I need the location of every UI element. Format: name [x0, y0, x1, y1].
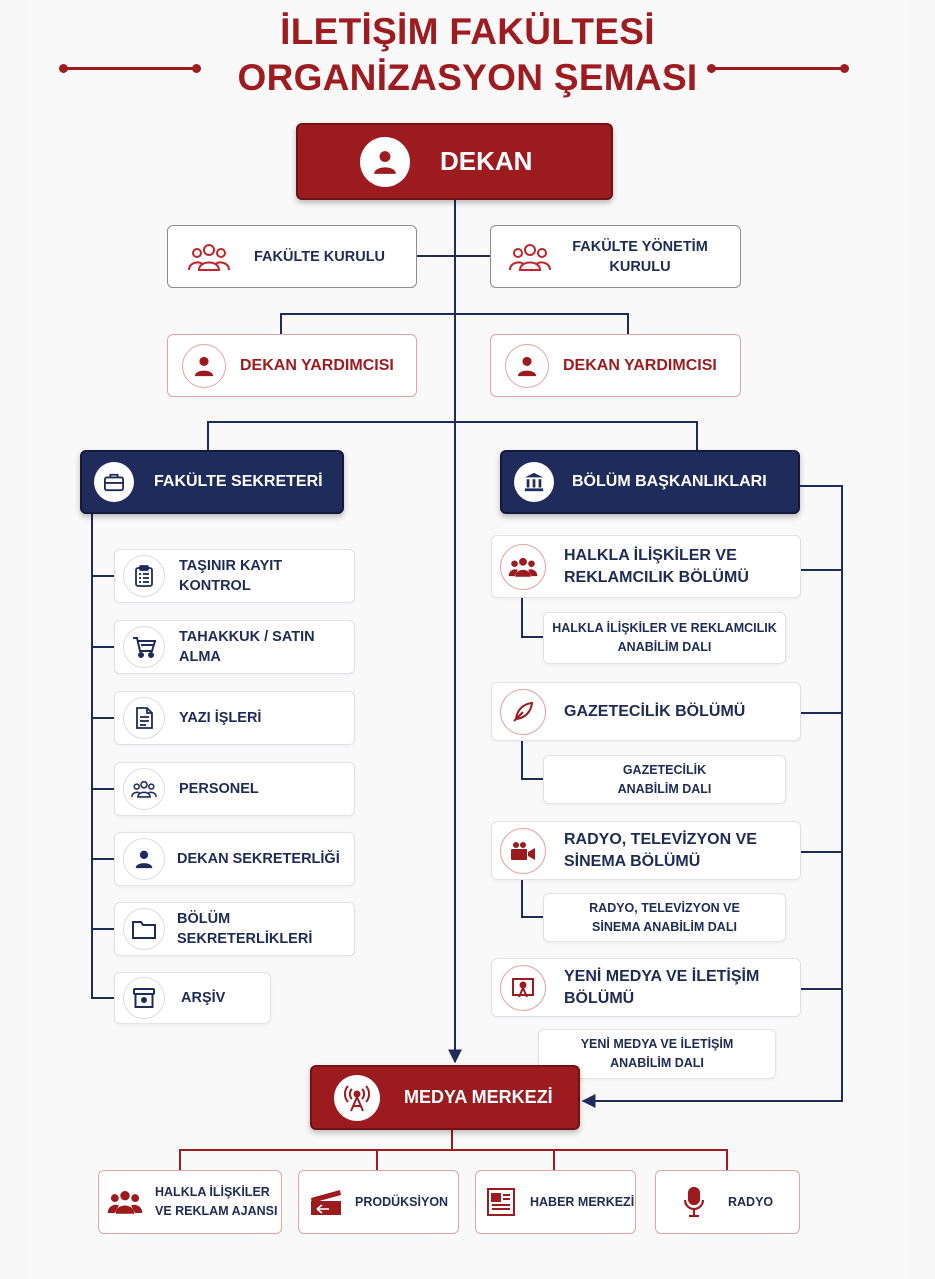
- dekan-yardimcisi-2-box[interactable]: DEKAN YARDIMCISI: [490, 334, 741, 397]
- dekan-yardimcisi-2-label: DEKAN YARDIMCISI: [563, 356, 717, 374]
- bolum-radyo-televizyon[interactable]: RADYO, TELEVİZYON VE SİNEMA BÖLÜMÜ: [491, 821, 801, 880]
- sekreter-item-personel[interactable]: PERSONEL: [114, 762, 355, 816]
- sekreter-item-label: TAŞINIR KAYIT KONTROL: [179, 558, 283, 594]
- archive-icon: [123, 977, 165, 1019]
- users-icon: [186, 241, 232, 273]
- clapperboard-icon: [309, 1188, 343, 1216]
- dekan-yardimcisi-1-label: DEKAN YARDIMCISI: [240, 356, 394, 374]
- user-icon: [123, 838, 165, 880]
- user-icon: [360, 136, 410, 187]
- institution-icon: [514, 462, 554, 502]
- medya-item-label: PRODÜKSİYON: [355, 1195, 449, 1209]
- sekreter-item-tasinir[interactable]: TAŞINIR KAYIT KONTROL: [114, 549, 355, 603]
- fakulte-yonetim-kurulu-label: FAKÜLTE YÖNETİM KURULU: [572, 238, 708, 275]
- bolum-label: RADYO, TELEVİZYON VE SİNEMA BÖLÜMÜ: [564, 830, 757, 870]
- bolum-baskanliklari-label: BÖLÜM BAŞKANLIKLARI: [572, 473, 767, 490]
- sekreter-item-tahakkuk[interactable]: TAHAKKUK / SATIN ALMA: [114, 620, 355, 674]
- user-icon: [505, 343, 549, 388]
- sekreter-item-label: TAHAKKUK / SATIN ALMA: [179, 629, 315, 665]
- bolum-label: YENİ MEDYA VE İLETİŞİM BÖLÜMÜ: [564, 967, 760, 1007]
- bolum-label: HALKLA İLİŞKİLER VE REKLAMCILIK BÖLÜMÜ: [564, 546, 749, 586]
- screen-icon: [500, 964, 546, 1011]
- anabilim-label: HALKLA İLİŞKİLER VE REKLAMCILIK ANABİLİM…: [552, 621, 777, 654]
- dekan-yardimcisi-1-box[interactable]: DEKAN YARDIMCISI: [167, 334, 417, 397]
- medya-item-label: HALKLA İLİŞKİLER VE REKLAM AJANSI: [155, 1185, 278, 1218]
- dekan-label: DEKAN: [440, 146, 533, 176]
- document-icon: [123, 697, 165, 739]
- fakulte-kurulu-box[interactable]: FAKÜLTE KURULU: [167, 225, 417, 288]
- antenna-icon: [334, 1074, 380, 1121]
- briefcase-icon: [94, 462, 134, 502]
- anabilim-label: GAZETECİLİK ANABİLİM DALI: [617, 762, 712, 796]
- microphone-icon: [682, 1186, 706, 1218]
- anabilim-label: YENİ MEDYA VE İLETİŞİM ANABİLİM DALI: [580, 1037, 734, 1070]
- sekreter-item-label: ARŞİV: [181, 990, 226, 1006]
- anabilim-gazetecilik[interactable]: GAZETECİLİK ANABİLİM DALI: [543, 755, 786, 804]
- sekreter-item-bolum-sekreterlikleri[interactable]: BÖLÜM SEKRETERLİKLERİ: [114, 902, 355, 956]
- quill-icon: [500, 688, 546, 735]
- medya-item-label: RADYO: [728, 1195, 774, 1209]
- clipboard-icon: [123, 555, 165, 597]
- users-icon: [507, 241, 553, 273]
- sekreter-item-label: BÖLÜM SEKRETERLİKLERİ: [177, 911, 313, 947]
- title-line-2: ORGANİZASYON ŞEMASI: [237, 57, 698, 98]
- sekreter-item-dekan-sekreterligi[interactable]: DEKAN SEKRETERLİĞİ: [114, 832, 355, 886]
- bolum-label: GAZETECİLİK BÖLÜMÜ: [564, 702, 746, 720]
- folder-icon: [123, 908, 165, 950]
- bolum-baskanliklari-box[interactable]: BÖLÜM BAŞKANLIKLARI: [500, 450, 800, 514]
- user-icon: [182, 343, 226, 388]
- users-icon: [107, 1189, 143, 1215]
- medya-merkezi-label: MEDYA MERKEZİ: [404, 1087, 553, 1107]
- fakulte-sekreteri-label: FAKÜLTE SEKRETERİ: [154, 473, 323, 490]
- users-icon: [500, 543, 546, 590]
- title-decoration-right: [707, 64, 849, 73]
- fakulte-kurulu-label: FAKÜLTE KURULU: [254, 248, 386, 265]
- fakulte-yonetim-kurulu-box[interactable]: FAKÜLTE YÖNETİM KURULU: [490, 225, 741, 288]
- title-decoration-left: [59, 64, 201, 73]
- cart-icon: [123, 626, 165, 668]
- bolum-yeni-medya[interactable]: YENİ MEDYA VE İLETİŞİM BÖLÜMÜ: [491, 958, 801, 1017]
- dekan-box[interactable]: DEKAN: [296, 123, 613, 200]
- sekreter-item-yazi-isleri[interactable]: YAZI İŞLERİ: [114, 691, 355, 745]
- sekreter-item-label: YAZI İŞLERİ: [179, 710, 262, 726]
- sekreter-item-label: DEKAN SEKRETERLİĞİ: [177, 851, 340, 867]
- anabilim-label: RADYO, TELEVİZYON VE SİNEMA ANABİLİM DAL…: [589, 900, 740, 934]
- video-camera-icon: [500, 827, 546, 874]
- medya-item-radyo[interactable]: RADYO: [655, 1170, 800, 1234]
- sekreter-item-arsiv[interactable]: ARŞİV: [114, 972, 271, 1024]
- newspaper-icon: [486, 1187, 516, 1217]
- medya-item-label: HABER MERKEZİ: [530, 1195, 635, 1209]
- medya-item-produksiyon[interactable]: PRODÜKSİYON: [298, 1170, 459, 1234]
- users-icon: [123, 768, 165, 810]
- anabilim-halkla-iliskiler[interactable]: HALKLA İLİŞKİLER VE REKLAMCILIK ANABİLİM…: [543, 612, 786, 664]
- bolum-gazetecilik[interactable]: GAZETECİLİK BÖLÜMÜ: [491, 682, 801, 741]
- medya-merkezi-box[interactable]: MEDYA MERKEZİ: [310, 1065, 580, 1130]
- sekreter-item-label: PERSONEL: [179, 781, 259, 797]
- medya-item-ajans[interactable]: HALKLA İLİŞKİLER VE REKLAM AJANSI: [98, 1170, 282, 1234]
- fakulte-sekreteri-box[interactable]: FAKÜLTE SEKRETERİ: [80, 450, 344, 514]
- medya-item-haber-merkezi[interactable]: HABER MERKEZİ: [475, 1170, 636, 1234]
- anabilim-radyo-televizyon[interactable]: RADYO, TELEVİZYON VE SİNEMA ANABİLİM DAL…: [543, 893, 786, 942]
- title-line-1: İLETİŞİM FAKÜLTESİ: [280, 11, 655, 52]
- bolum-halkla-iliskiler[interactable]: HALKLA İLİŞKİLER VE REKLAMCILIK BÖLÜMÜ: [491, 535, 801, 598]
